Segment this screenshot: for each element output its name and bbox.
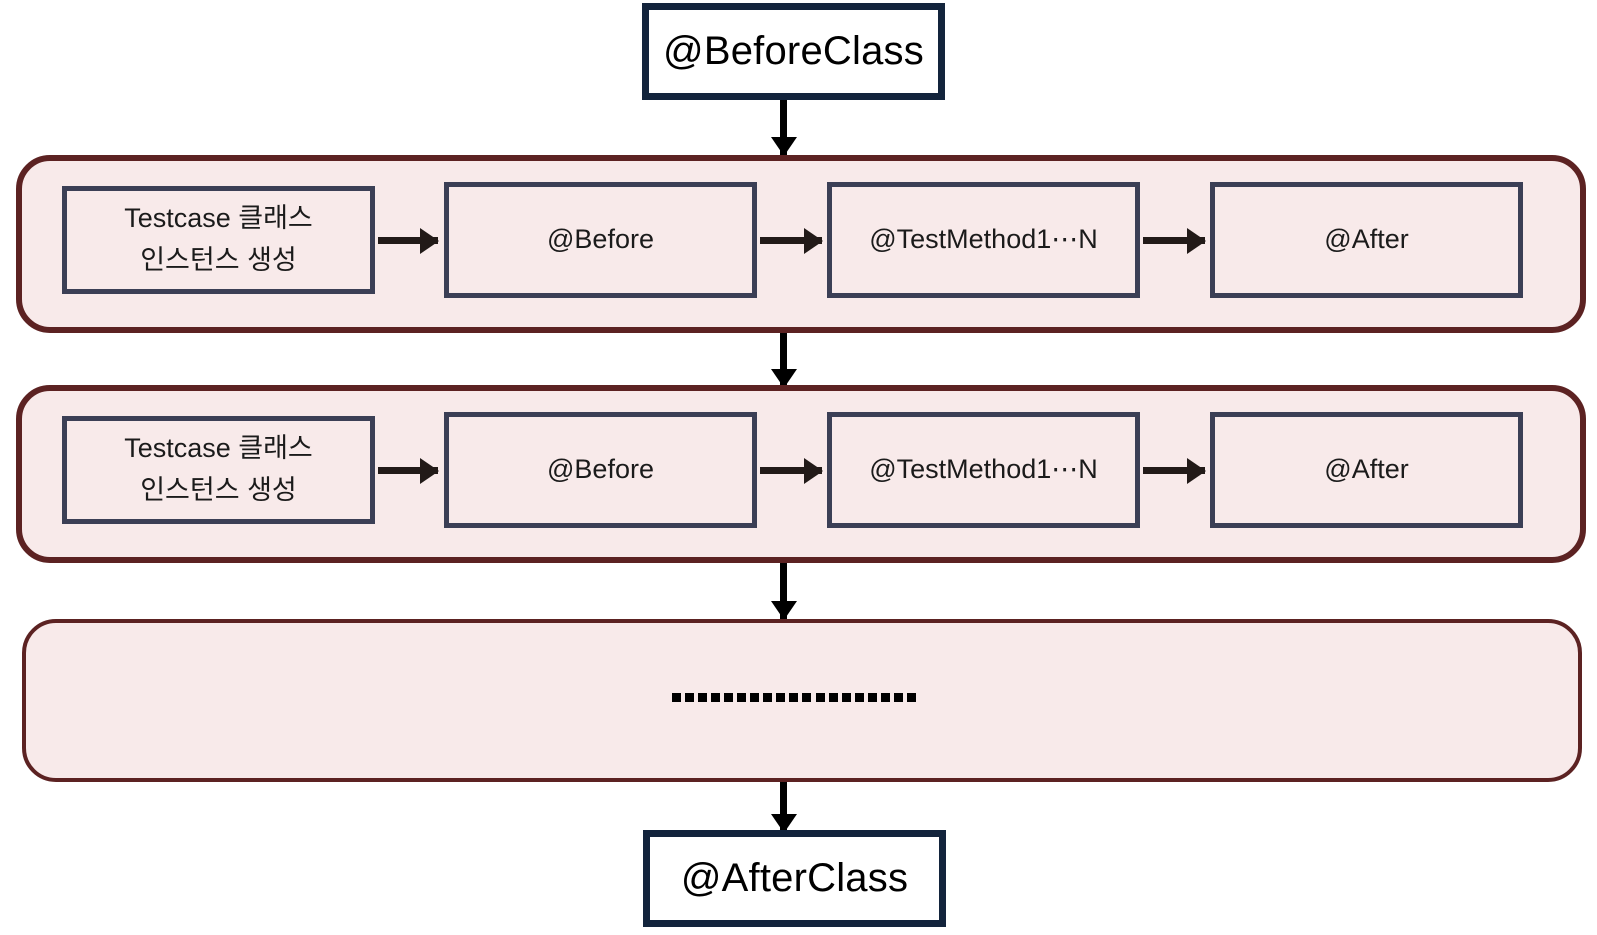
arrow-iteration1-to-iteration2 (780, 333, 787, 387)
arrow-beforeclass-to-iteration1 (780, 100, 787, 155)
ellipsis-dot (711, 692, 721, 702)
ellipsis-dot (854, 692, 864, 702)
arrow-i2-instance-to-before (378, 467, 438, 474)
ellipsis-dot (737, 692, 747, 702)
iteration-1-step-testcase-instance: Testcase 클래스 인스턴스 생성 (62, 186, 375, 294)
step-label-line1: @Before (547, 454, 654, 485)
step-label-line1: @TestMethod1⋯N (869, 454, 1098, 485)
ellipsis-dot (685, 692, 695, 702)
arrow-i1-testmethods-to-after (1143, 237, 1205, 244)
step-label-line2: 인스턴스 생성 (140, 475, 297, 505)
ellipsis-dot (698, 692, 708, 702)
ellipsis-dot (802, 692, 812, 702)
step-label-line1: Testcase 클래스 (124, 203, 313, 234)
arrow-i1-instance-to-before (378, 237, 438, 244)
ellipsis-dot (724, 692, 734, 702)
ellipsis-dot (763, 692, 773, 702)
ellipsis-dot (776, 692, 786, 702)
iteration-1-step-test-methods: @TestMethod1⋯N (827, 182, 1140, 298)
iteration-1-step-after: @After (1210, 182, 1523, 298)
iteration-2-step-before: @Before (444, 412, 757, 528)
arrow-i2-before-to-testmethods (760, 467, 822, 474)
arrow-i2-testmethods-to-after (1143, 467, 1205, 474)
more-iterations-group (22, 619, 1582, 782)
step-label-line1: @TestMethod1⋯N (869, 224, 1098, 255)
before-class-label: @BeforeClass (663, 29, 924, 73)
iteration-2-step-testcase-instance: Testcase 클래스 인스턴스 생성 (62, 416, 375, 524)
after-class-label: @AfterClass (680, 856, 909, 900)
ellipsis-dot (750, 692, 760, 702)
iteration-2-step-test-methods: @TestMethod1⋯N (827, 412, 1140, 528)
ellipsis-dot (906, 692, 916, 702)
ellipsis-dot (828, 692, 838, 702)
step-label-line2: 인스턴스 생성 (140, 245, 297, 275)
iteration-1-step-before: @Before (444, 182, 757, 298)
before-class-box: @BeforeClass (642, 3, 945, 100)
after-class-box: @AfterClass (643, 830, 946, 927)
ellipsis-dot (880, 692, 890, 702)
ellipsis-dot (815, 692, 825, 702)
ellipsis-dot (789, 692, 799, 702)
step-label-line1: @After (1324, 454, 1409, 485)
step-label-line1: @After (1324, 224, 1409, 255)
ellipsis-dots (672, 691, 916, 703)
arrow-i1-before-to-testmethods (760, 237, 822, 244)
ellipsis-dot (841, 692, 851, 702)
step-label-line1: @Before (547, 224, 654, 255)
ellipsis-dot (867, 692, 877, 702)
step-label-line1: Testcase 클래스 (124, 433, 313, 464)
iteration-2-step-after: @After (1210, 412, 1523, 528)
ellipsis-dot (672, 692, 681, 702)
ellipsis-dot (893, 692, 903, 702)
arrow-iteration2-to-more (780, 563, 787, 619)
arrow-more-to-afterclass (780, 782, 787, 832)
